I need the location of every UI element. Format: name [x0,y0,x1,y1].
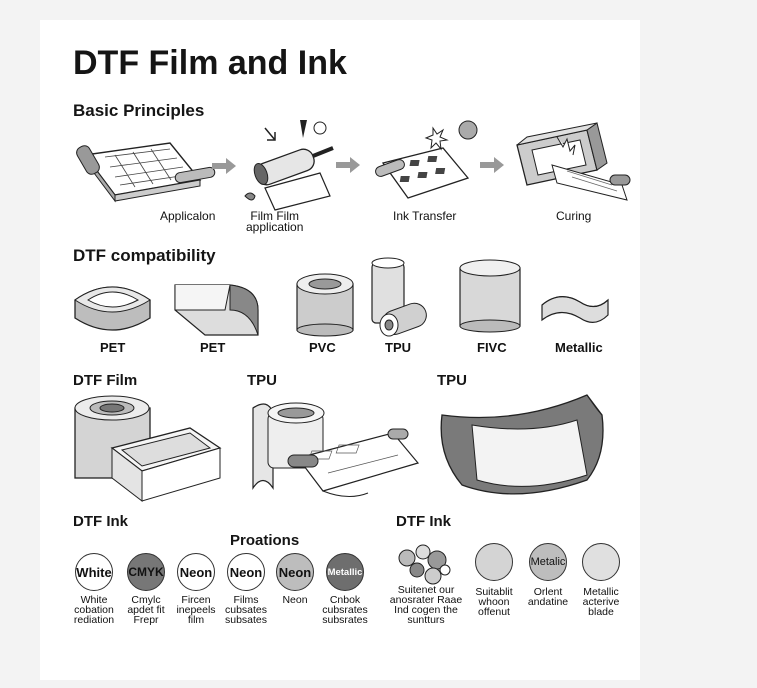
ink-suitable-caption: Suitablit whoon offenut [475,586,513,618]
pvc-roll-icon [296,273,354,337]
page-title: DTF Film and Ink [73,44,347,82]
compat-label-pet-2: PET [200,340,226,355]
ink-neon-swatch-2: Neon [227,553,265,591]
compat-label-pvc: PVC [309,340,336,355]
metallic-sheet-icon [541,296,609,323]
tpu-heading-mid: TPU [247,372,277,389]
ink-white-caption: White cobation rediation [73,594,115,626]
ink-cmyk-caption: Cmylc apdet fit Frepr [127,594,165,626]
compat-label-fivc: FIVC [477,340,507,355]
tpu-printer-illustration [252,402,420,497]
arrow-icon [212,158,236,174]
compat-label-pet: PET [100,340,126,355]
arrow-icon [336,157,360,173]
dtf-ink-heading-left: DTF Ink [73,513,128,530]
ink-metallic-swatch: Metallic [326,553,364,591]
ink-metallic-blade-caption: Metallic acterive blade [582,586,620,618]
step-label-ink-transfer: Ink Transfer [393,209,457,223]
proations-heading: Proations [230,532,300,549]
tpu-film-sheet-illustration [440,394,604,495]
ink-white-swatch: White [75,553,113,591]
step-label-application: Applicalon [160,209,216,223]
ink-metallic-blade-swatch [582,543,620,581]
ink-droplets-icon [398,544,451,585]
ink-metalic-caption: Orlent andatine [527,586,569,608]
tpu-heading-right: TPU [437,372,467,389]
compat-label-metallic: Metallic [555,340,603,355]
step-label-film-application: Film Film application [246,209,304,234]
ink-cmyk-swatch: CMYK [127,553,165,591]
curing-illustration [516,122,631,201]
step-label-curing: Curing [556,209,592,223]
pet-sheet-icon [174,284,259,336]
ink-droplets-caption: Suitenet our anosrater Raae Ind cogen th… [389,584,463,626]
ink-neon-swatch-3: Neon [276,553,314,591]
ink-neon-swatch: Neon [177,553,215,591]
arrow-icon [480,157,504,173]
ink-suitable-swatch [475,543,513,581]
ink-neon-caption-2: Films cubsates subsates [224,594,268,626]
compat-label-tpu: TPU [385,340,411,355]
ink-metallic-caption: Cnbok cubsrates subsrates [322,594,368,626]
dtf-ink-heading-right: DTF Ink [396,513,451,530]
pet-swatch-icon [74,286,151,331]
dtf-film-heading: DTF Film [73,372,138,389]
fivc-roll-icon [459,259,521,333]
application-illustration [76,142,216,203]
compatibility-heading: DTF compatibility [73,246,216,265]
ink-neon-caption-3: Neon [282,594,308,606]
film-application-illustration [244,120,334,211]
tpu-rolls-icon [371,257,427,337]
ink-transfer-illustration [375,120,478,199]
basic-principles-heading: Basic Principles [73,101,205,120]
ink-metalic-swatch: Metalic [529,543,567,581]
dtf-film-roll-and-box-illustration [74,395,222,503]
ink-neon-caption: Fircen inepeels film [176,594,216,626]
